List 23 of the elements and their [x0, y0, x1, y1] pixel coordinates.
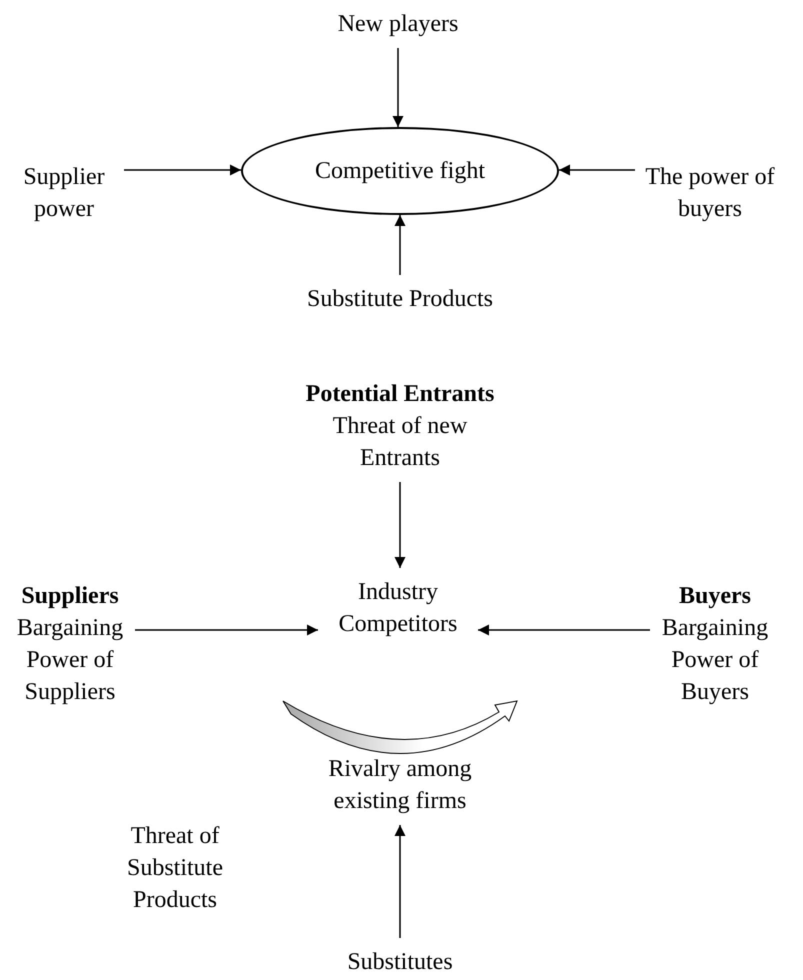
- arrow: [478, 624, 650, 636]
- node-text: Rivalry among existing firms: [327, 755, 473, 816]
- arrow: [135, 624, 318, 636]
- arrow: [394, 482, 406, 568]
- arrow: [394, 825, 406, 938]
- node-text: Industry Competitors: [338, 578, 458, 639]
- node-text: Supplier power: [22, 163, 106, 224]
- node-text: Threat of new Entrants: [332, 412, 468, 473]
- node-text: The power of buyers: [644, 163, 776, 224]
- node-heading: Buyers: [679, 582, 751, 611]
- node-heading: Suppliers: [21, 582, 119, 611]
- arrow: [394, 215, 406, 275]
- node-text: Competitive fight: [315, 157, 485, 186]
- arrow: [124, 164, 241, 176]
- node-heading: Potential Entrants: [306, 380, 494, 409]
- node-text: Substitute Products: [306, 285, 493, 314]
- node-text: Substitutes: [347, 948, 453, 977]
- arrow: [392, 48, 404, 127]
- arrow: [559, 164, 635, 176]
- node-text: New players: [338, 10, 458, 39]
- note-text: Threat of Substitute Products: [126, 822, 224, 915]
- node-text: Bargaining Power of Buyers: [660, 614, 770, 707]
- node-text: Bargaining Power of Suppliers: [16, 614, 124, 707]
